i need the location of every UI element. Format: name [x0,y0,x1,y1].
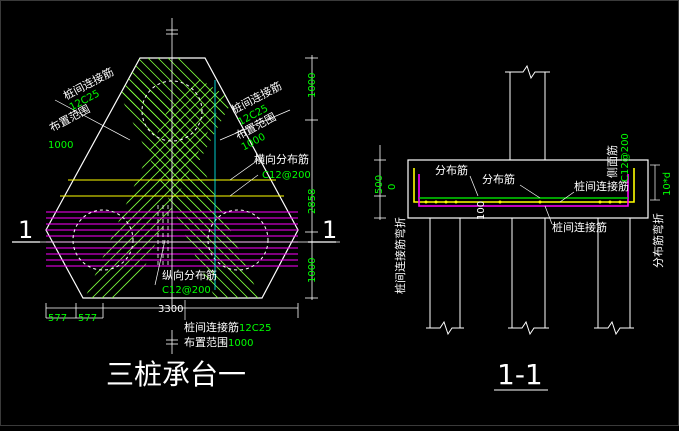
label-side-spec: C12@200 [620,133,631,182]
label-range-bottom: 布置范围1000 [184,335,253,349]
label-tie-bar-left: 桩间连接筋 12C25 [61,64,116,113]
dim-right-mid: 2858 [307,189,318,214]
leader-lines [54,99,291,320]
column-break-mark [505,64,550,80]
section-view: 500 0 100 分布筋 分布筋 桩间连接筋 桩间连接筋 桩间连接筋弯折 侧面… [374,64,673,391]
dim-500: 500 [374,175,385,194]
label-dist-bend-len: 10*d [662,172,673,196]
cap-section-outline [407,159,649,219]
label-horiz-dist-spec: C12@200 [262,170,311,181]
section-title: 1-1 [497,358,543,391]
section-mark-right: 1 [322,216,337,244]
piles-section [426,218,634,336]
pile-right [207,209,269,271]
label-horiz-dist: 横向分布筋 [254,152,309,166]
label-tie-bar: 桩间连接筋 [574,179,629,193]
dim-right-bot: 1000 [307,258,318,283]
right-dimension-chain [305,55,318,300]
label-text: 桩间连接筋 [184,320,239,334]
pile-left [72,209,134,271]
label-text: 1000 [228,338,253,349]
rebar-dots [424,200,622,204]
bottom-dimension-chain [45,303,299,319]
label-tie-bar-bottom: 桩间连接筋12C25 [184,320,271,334]
dim-bottom-left-2: 577 [78,313,97,324]
vertical-distribution-bars [157,205,169,268]
dim-0: 0 [387,184,398,190]
dim-right-top: 1000 [307,73,318,98]
section-mark-left: 1 [18,216,33,244]
label-dist-bend: 分布筋弯折 [651,213,665,268]
pile-cap-plan: 1 1 1000 2858 1000 3300 577 577 [12,18,340,391]
tie-bar-hatch-top [115,58,230,160]
dim-bottom-total: 3300 [158,304,183,315]
section-left-dims [374,145,386,220]
plan-title: 三桩承台一 [106,358,246,391]
label-text: 12C25 [239,323,271,334]
label-dist-1: 分布筋 [435,163,468,177]
label-dist-2: 分布筋 [482,172,515,186]
label-tie-bar-bottom: 桩间连接筋 [552,220,607,234]
tie-bar-magenta [418,174,629,207]
label-range-left-value: 1000 [48,140,73,151]
section-leaders [469,164,660,225]
dim-100: 100 [476,201,487,220]
label-text: 布置范围 [184,335,228,349]
label-tie-bar-bend: 桩间连接筋弯折 [393,217,407,294]
tie-bar-yellow [413,168,635,203]
dim-bottom-left-1: 577 [48,313,67,324]
pile-top [141,80,203,142]
label-vert-dist-spec: C12@200 [162,285,211,296]
label-side-face: 侧面筋 [605,145,619,178]
label-vert-dist: 纵向分布筋 [162,268,217,282]
